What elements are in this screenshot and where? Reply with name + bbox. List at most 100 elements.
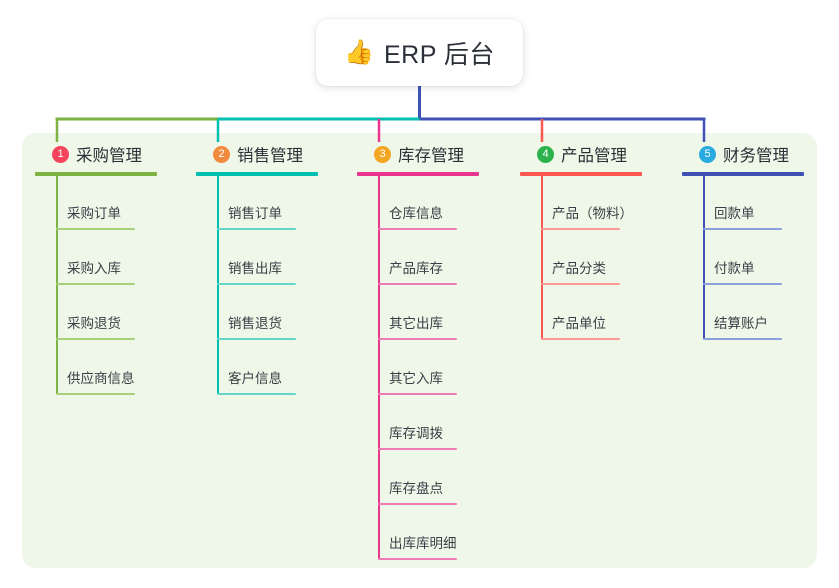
list-item-label: 销售出库 [228, 261, 282, 276]
list-item-label: 产品单位 [552, 316, 606, 331]
list-item-rule [56, 228, 135, 230]
column-items-4: 产品（物料） 产品分类产品单位 [520, 176, 672, 341]
column-badge-2: 2 [213, 145, 230, 163]
list-item-rule [378, 448, 457, 450]
column-4: 4 产品管理产品（物料） 产品分类产品单位 [520, 142, 672, 341]
column-spine-5 [703, 176, 705, 339]
root-node[interactable]: 👍 ERP 后台 [316, 19, 523, 86]
thumbs-up-icon: 👍 [344, 38, 374, 66]
list-item-rule [378, 228, 457, 230]
list-item-label: 库存盘点 [389, 481, 443, 496]
list-item[interactable]: 销售出库 [196, 231, 348, 286]
list-item-rule [378, 338, 457, 340]
column-2: 2 销售管理销售订单销售出库销售退货客户信息 [196, 142, 348, 396]
list-item[interactable]: 出库库明细 [357, 506, 509, 561]
list-item[interactable]: 销售订单 [196, 176, 348, 231]
column-title-3: 库存管理 [398, 147, 464, 165]
list-item-rule [703, 338, 782, 340]
list-item[interactable]: 产品分类 [520, 231, 672, 286]
list-item[interactable]: 采购订单 [35, 176, 187, 231]
column-title-1: 采购管理 [76, 147, 142, 165]
list-item[interactable]: 其它入库 [357, 341, 509, 396]
column-header-1[interactable]: 1 采购管理 [35, 142, 187, 166]
list-item[interactable]: 结算账户 [682, 286, 834, 341]
column-rule-2 [196, 172, 318, 176]
list-item[interactable]: 其它出库 [357, 286, 509, 341]
list-item-rule [378, 283, 457, 285]
list-item[interactable]: 产品（物料） [520, 176, 672, 231]
column-badge-5: 5 [699, 145, 716, 163]
list-item-rule [56, 338, 135, 340]
column-items-5: 回款单付款单结算账户 [682, 176, 834, 341]
list-item-rule [56, 393, 135, 395]
list-item-rule [541, 283, 620, 285]
list-item-label: 仓库信息 [389, 206, 443, 221]
column-spine-2 [217, 176, 219, 394]
list-item-rule [703, 228, 782, 230]
list-item-rule [541, 338, 620, 340]
column-header-2[interactable]: 2 销售管理 [196, 142, 348, 166]
list-item-label: 采购订单 [67, 206, 121, 221]
column-items-1: 采购订单采购入库采购退货供应商信息 [35, 176, 187, 396]
list-item[interactable]: 采购入库 [35, 231, 187, 286]
list-item-label: 采购入库 [67, 261, 121, 276]
list-item[interactable]: 产品库存 [357, 231, 509, 286]
list-item-label: 结算账户 [714, 316, 768, 331]
column-header-5[interactable]: 5 财务管理 [682, 142, 834, 166]
list-item-rule [378, 503, 457, 505]
list-item-label: 产品分类 [552, 261, 606, 276]
column-title-5: 财务管理 [723, 147, 789, 165]
column-title-2: 销售管理 [237, 147, 303, 165]
list-item[interactable]: 销售退货 [196, 286, 348, 341]
list-item[interactable]: 回款单 [682, 176, 834, 231]
list-item-label: 其它入库 [389, 371, 443, 386]
list-item-label: 产品（物料） [552, 206, 633, 221]
list-item[interactable]: 供应商信息 [35, 341, 187, 396]
list-item-label: 其它出库 [389, 316, 443, 331]
column-spine-1 [56, 176, 58, 394]
list-item[interactable]: 产品单位 [520, 286, 672, 341]
column-badge-4: 4 [537, 145, 554, 163]
list-item[interactable]: 客户信息 [196, 341, 348, 396]
column-rule-3 [357, 172, 479, 176]
root-title: ERP 后台 [383, 40, 495, 69]
column-header-4[interactable]: 4 产品管理 [520, 142, 672, 166]
list-item-rule [378, 558, 457, 560]
column-rule-5 [682, 172, 804, 176]
column-title-4: 产品管理 [561, 147, 627, 165]
list-item-label: 销售退货 [228, 316, 282, 331]
diagram-panel [22, 133, 817, 568]
column-rule-1 [35, 172, 157, 176]
list-item[interactable]: 库存调拨 [357, 396, 509, 451]
list-item-rule [541, 228, 620, 230]
list-item-rule [217, 338, 296, 340]
column-header-3[interactable]: 3 库存管理 [357, 142, 509, 166]
list-item[interactable]: 仓库信息 [357, 176, 509, 231]
list-item-rule [703, 283, 782, 285]
column-badge-3: 3 [374, 145, 391, 163]
list-item-label: 采购退货 [67, 316, 121, 331]
list-item-label: 出库库明细 [389, 536, 457, 551]
list-item-label: 销售订单 [228, 206, 282, 221]
list-item[interactable]: 采购退货 [35, 286, 187, 341]
list-item-rule [217, 393, 296, 395]
column-1: 1 采购管理采购订单采购入库采购退货供应商信息 [35, 142, 187, 396]
column-items-2: 销售订单销售出库销售退货客户信息 [196, 176, 348, 396]
list-item-label: 产品库存 [389, 261, 443, 276]
list-item-label: 客户信息 [228, 371, 282, 386]
list-item-rule [217, 228, 296, 230]
list-item-label: 库存调拨 [389, 426, 443, 441]
list-item[interactable]: 库存盘点 [357, 451, 509, 506]
column-items-3: 仓库信息产品库存其它出库其它入库库存调拨库存盘点出库库明细 [357, 176, 509, 561]
column-rule-4 [520, 172, 642, 176]
list-item-rule [378, 393, 457, 395]
column-spine-3 [378, 176, 380, 559]
list-item-rule [217, 283, 296, 285]
column-spine-4 [541, 176, 543, 339]
list-item-rule [56, 283, 135, 285]
list-item[interactable]: 付款单 [682, 231, 834, 286]
column-badge-1: 1 [52, 145, 69, 163]
column-3: 3 库存管理仓库信息产品库存其它出库其它入库库存调拨库存盘点出库库明细 [357, 142, 509, 561]
list-item-label: 供应商信息 [67, 371, 135, 386]
list-item-label: 付款单 [714, 261, 755, 276]
